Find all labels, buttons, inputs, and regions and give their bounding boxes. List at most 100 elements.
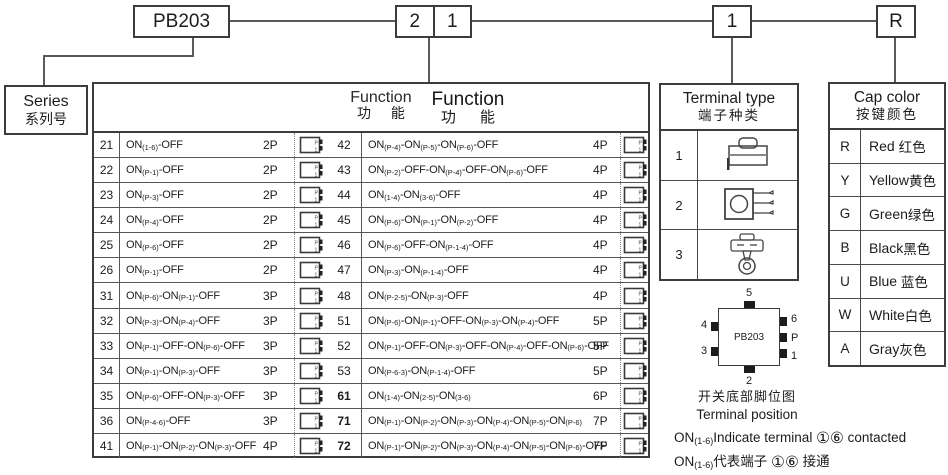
pin-diagram-caption-zh: 开关底部脚位图	[697, 389, 796, 404]
function-sequence: ON(P-1)-ON(P-2)-ON(P-3)-ON(P-4)-ON(P-5)-…	[368, 439, 607, 453]
svg-text:P: P	[638, 416, 642, 422]
series-label-zh: 系列号	[25, 111, 67, 128]
pole-count: 2P	[263, 138, 278, 153]
cap-color-header: Cap color 按键颜色	[830, 84, 944, 130]
pole-count: 5P	[593, 313, 608, 328]
pole-count: 7P	[593, 438, 608, 453]
cap-color-code-letter: W	[830, 298, 861, 332]
function-code-digit-1: 2	[397, 7, 435, 36]
function-code-number: 43	[327, 158, 362, 183]
function-pin-diagram-icon: P1	[623, 387, 646, 404]
function-pin-diagram-icon: P1	[299, 387, 323, 404]
function-pin-diagram-icon: P1	[623, 337, 646, 354]
svg-text:1: 1	[315, 173, 318, 179]
connector-line	[43, 55, 45, 85]
terminal-type-row: 3	[661, 230, 797, 280]
cap-color-code-letter: Y	[830, 163, 861, 197]
function-sequence: ON(P-3)-OFF	[126, 189, 184, 202]
pole-count: 2P	[263, 188, 278, 203]
connector-line	[731, 38, 733, 83]
function-sequence: ON(P-4)-ON(P-5)-ON(P-6)-OFF	[368, 139, 499, 152]
pole-count: 3P	[263, 413, 278, 428]
connector-line	[472, 20, 712, 22]
svg-text:P: P	[638, 266, 642, 272]
svg-text:P: P	[638, 366, 642, 372]
series-code-box: PB203	[133, 5, 230, 38]
pin-label-5: 5	[746, 287, 753, 299]
svg-text:1: 1	[638, 273, 641, 279]
function-sequence: ON(P-1)-OFF	[126, 164, 184, 177]
solder-lug-terminal-icon	[729, 233, 764, 275]
svg-text:P: P	[315, 316, 319, 322]
function-pin-diagram-icon: P1	[623, 362, 646, 379]
svg-text:P: P	[315, 416, 319, 422]
pole-count: 2P	[263, 163, 278, 178]
svg-text:1: 1	[315, 448, 318, 454]
svg-text:P: P	[638, 391, 642, 397]
function-sequence: ON(P-3)-ON(P-4)-OFF	[126, 314, 220, 328]
function-pin-diagram-icon: P1	[623, 437, 646, 454]
svg-text:1: 1	[315, 273, 318, 279]
svg-text:P: P	[638, 166, 642, 172]
note-line-zh: ON(1-6)代表端子 ①⑥ 接通	[674, 453, 830, 471]
function-sequence: ON(P-6)-OFF-ON(P-1-4)-OFF	[368, 239, 494, 252]
svg-text:P: P	[315, 216, 319, 222]
function-code-number: 44	[327, 183, 362, 208]
svg-text:1: 1	[315, 298, 318, 304]
cap-color-name-en: Blue	[869, 273, 901, 290]
connector-line	[230, 20, 395, 22]
svg-text:1: 1	[638, 248, 641, 254]
function-sequence: ON(1-4)-ON(3-6)-OFF	[368, 189, 461, 202]
function-pin-diagram-icon: P1	[299, 262, 323, 279]
pin-diagram-caption-en: Terminal position	[696, 407, 798, 422]
svg-text:1: 1	[638, 373, 641, 379]
pole-count: 4P	[593, 288, 608, 303]
function-sequence: ON(P-3)-ON(P-1-4)-OFF	[368, 264, 469, 277]
function-table-header: Function 功 能 Function 功 能	[94, 84, 648, 133]
svg-text:1: 1	[315, 148, 318, 154]
cap-color-code-letter: G	[830, 197, 861, 231]
svg-text:1: 1	[315, 423, 318, 429]
svg-text:1: 1	[638, 398, 641, 404]
svg-text:1: 1	[638, 448, 641, 454]
cap-color-code-letter: U	[830, 264, 861, 298]
straight-pcb-terminal-icon	[726, 137, 768, 171]
svg-text:P: P	[638, 241, 642, 247]
svg-text:1: 1	[315, 323, 318, 329]
svg-text:P: P	[315, 141, 319, 147]
function-code-number: 33	[94, 333, 120, 358]
pole-count: 2P	[263, 263, 278, 278]
cap-color-code-letter: A	[830, 332, 861, 366]
pole-count: 4P	[263, 438, 278, 453]
terminal-type-row: 1	[661, 131, 797, 181]
pole-count: 6P	[593, 388, 608, 403]
svg-text:P: P	[638, 441, 642, 447]
